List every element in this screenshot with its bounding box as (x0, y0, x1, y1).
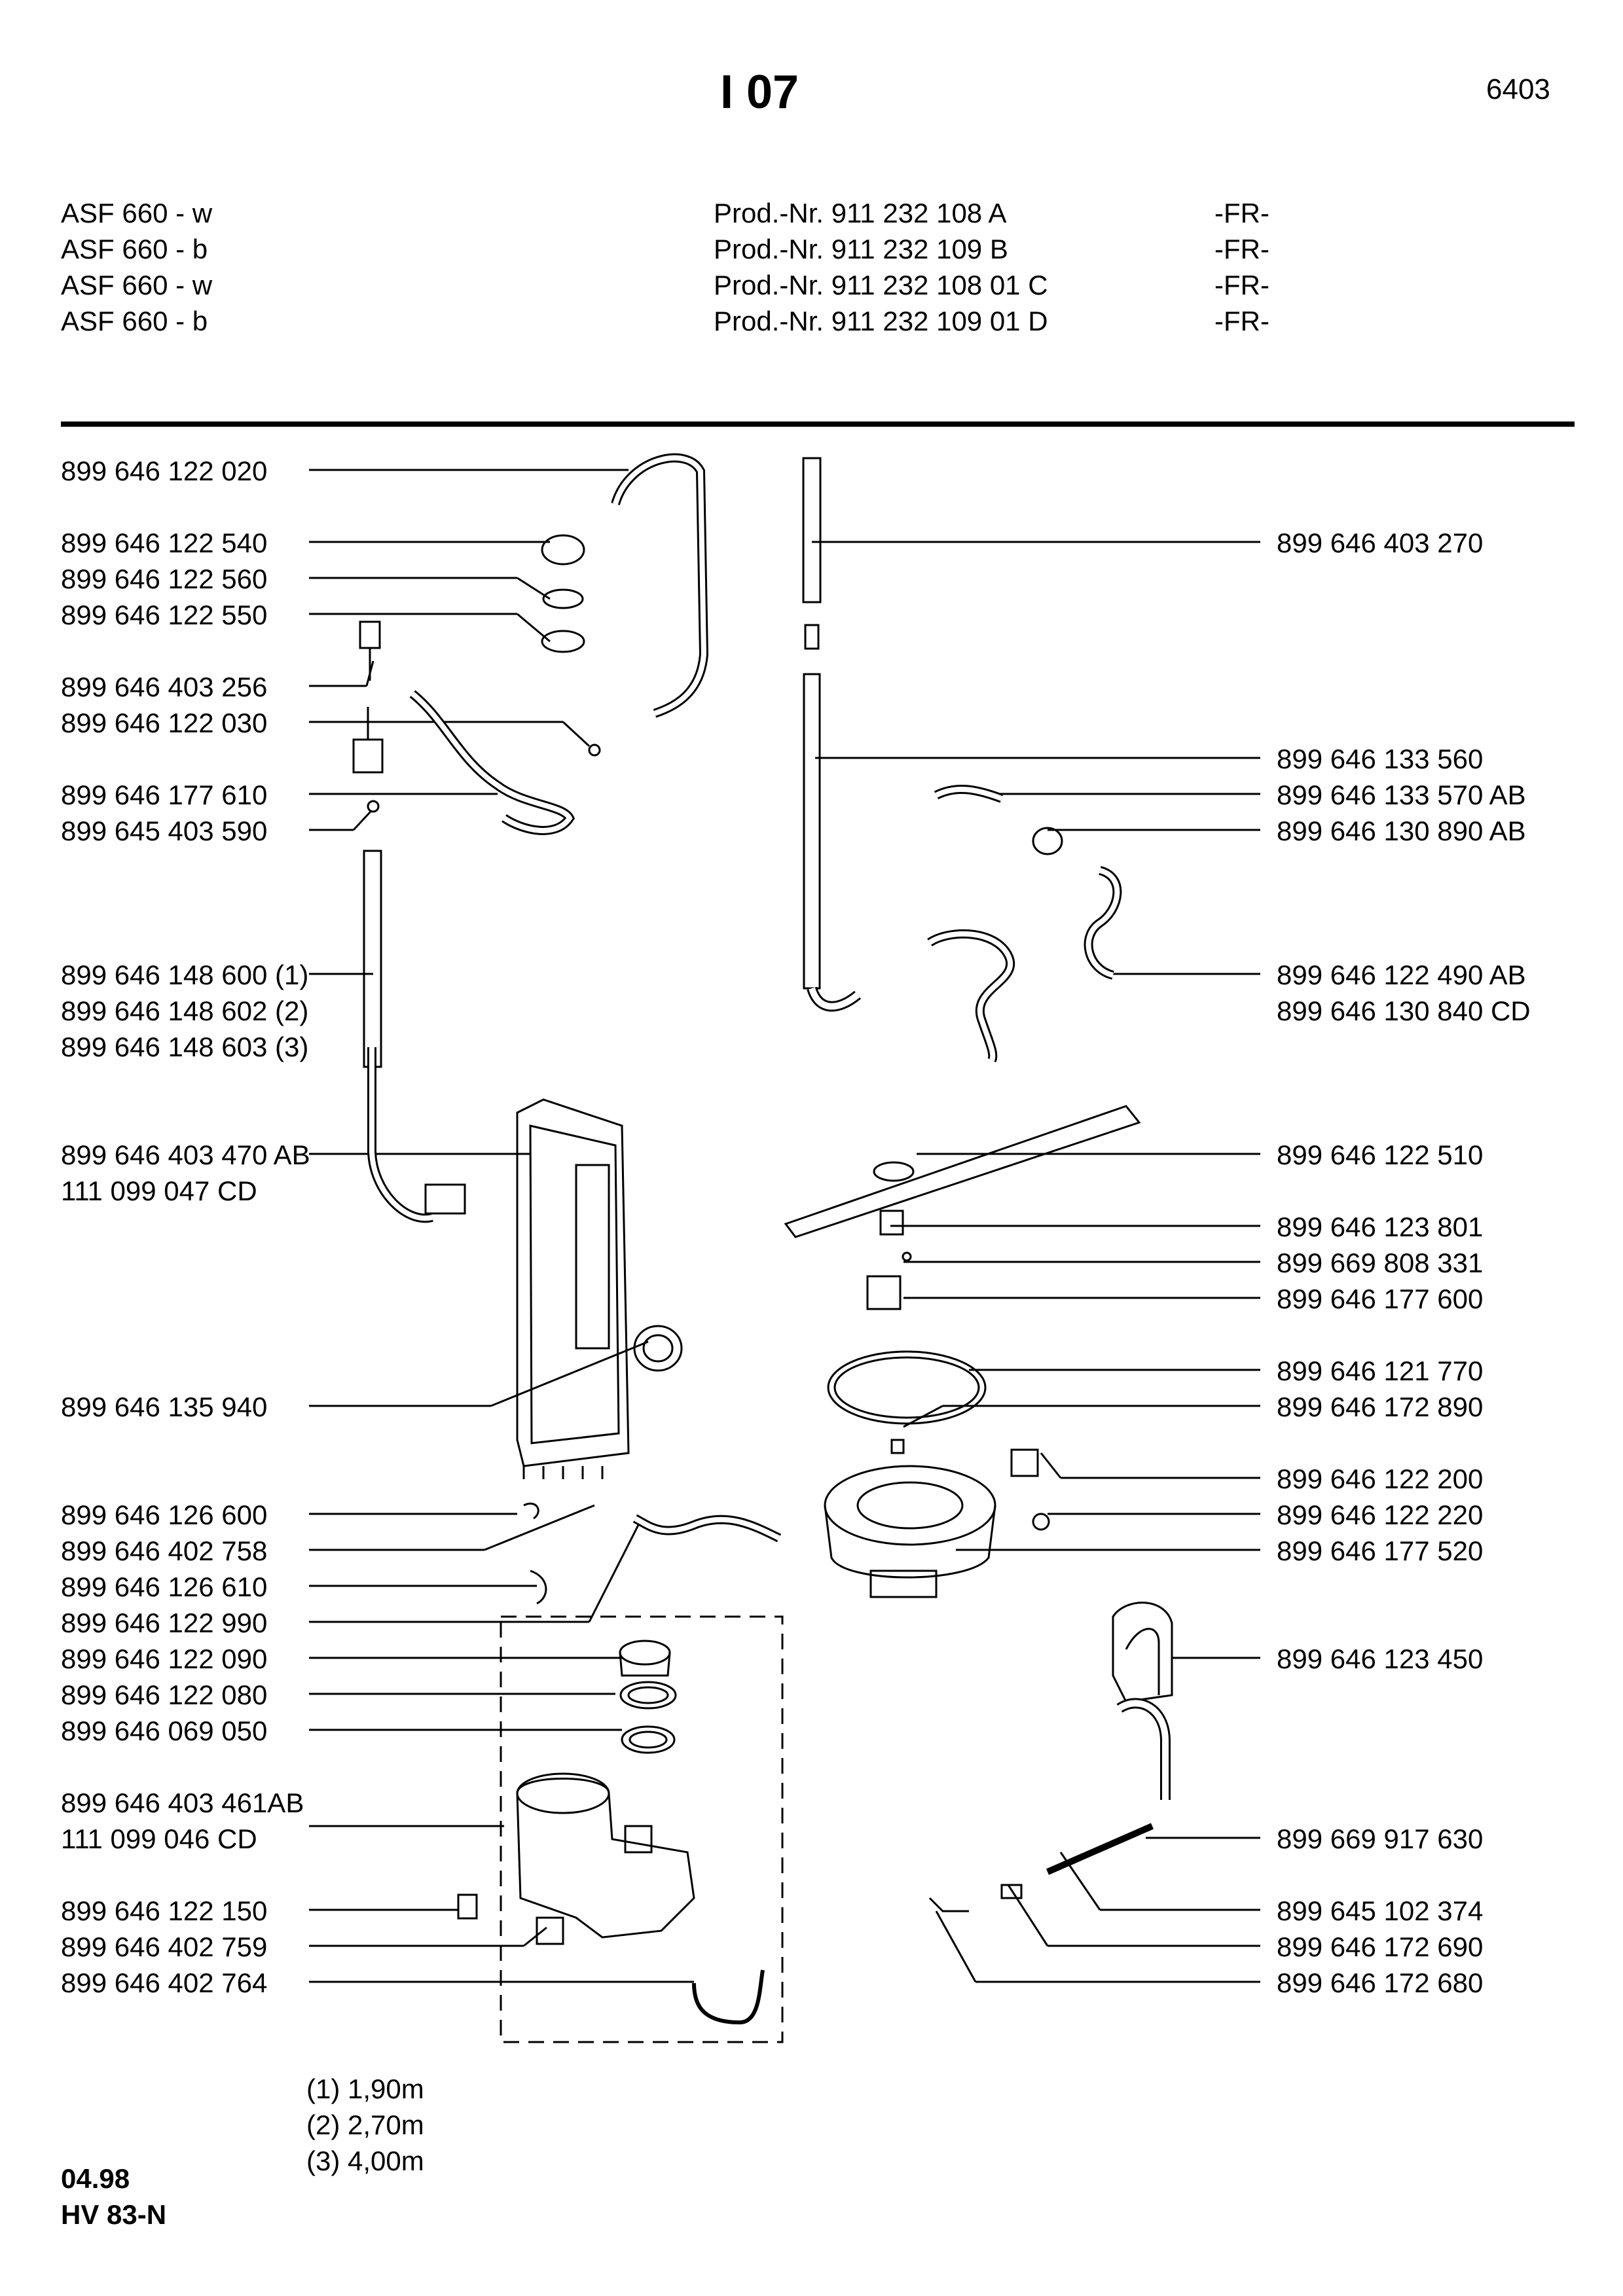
part-number: 899 646 122 200 (1277, 1463, 1484, 1494)
part-number: 899 646 122 220 (1277, 1499, 1484, 1530)
part-number: 899 646 122 490 AB (1277, 960, 1526, 990)
part-number: 899 646 148 600 (1) (61, 960, 309, 990)
model-prod-nr: Prod.-Nr. 911 232 108 A (714, 198, 1007, 228)
model-prod-nr: Prod.-Nr. 911 232 108 01 C (714, 270, 1048, 300)
part-number: 899 646 403 461AB (61, 1787, 304, 1818)
footer-code: HV 83-N (61, 2199, 167, 2230)
part-number: 899 646 122 510 (1277, 1139, 1484, 1170)
page-number: 6403 (1486, 73, 1550, 105)
sump-panel (516, 1098, 630, 1467)
sump-pot (824, 1465, 996, 1546)
ring-seal (827, 1350, 987, 1425)
part-number: 899 646 402 758 (61, 1535, 268, 1566)
part-number: 899 646 130 840 CD (1277, 996, 1531, 1026)
part-number: 899 646 403 470 AB (61, 1139, 310, 1170)
part-number: 899 645 403 590 (61, 816, 268, 846)
part-number: 899 646 126 610 (61, 1571, 268, 1602)
part-number: 899 646 122 540 (61, 528, 268, 558)
model-name: ASF 660 - b (61, 306, 208, 336)
part-number: 899 646 172 690 (1277, 1931, 1484, 1962)
dashed-assembly-box (500, 1615, 784, 2043)
leader-lines-left (309, 469, 694, 1983)
model-market: -FR- (1214, 306, 1269, 336)
part-number: 111 099 046 CD (61, 1823, 257, 1854)
part-number: 899 646 148 602 (2) (61, 996, 309, 1026)
part-number: 111 099 047 CD (61, 1175, 257, 1206)
drain-hose (363, 850, 382, 1068)
part-number: 899 646 069 050 (61, 1715, 268, 1746)
part-number: 899 646 148 603 (3) (61, 1031, 309, 1062)
part-number: 899 646 403 270 (1277, 528, 1484, 558)
part-number: 899 646 177 610 (61, 780, 268, 810)
length-note: (2) 2,70m (306, 2109, 424, 2140)
part-number: 899 646 122 150 (61, 1895, 268, 1926)
part-number: 899 646 403 256 (61, 672, 268, 702)
part-number: 899 646 122 560 (61, 564, 268, 594)
spray-arm (784, 1105, 1141, 1238)
part-number: 899 646 130 890 AB (1277, 816, 1526, 846)
model-name: ASF 660 - w (61, 270, 213, 300)
model-market: -FR- (1214, 270, 1269, 300)
bracket (1112, 1602, 1173, 1703)
part-number: 899 646 122 990 (61, 1607, 268, 1638)
part-number: 899 646 133 560 (1277, 744, 1484, 774)
part-number: 899 646 122 030 (61, 708, 268, 738)
part-number: 899 646 122 090 (61, 1643, 268, 1674)
part-number: 899 646 172 890 (1277, 1391, 1484, 1422)
part-number: 899 646 122 020 (61, 456, 268, 486)
page-title: I 07 (720, 66, 799, 118)
part-number: 899 646 177 600 (1277, 1283, 1484, 1314)
part-number: 899 646 172 680 (1277, 1967, 1484, 1998)
part-number: 899 669 917 630 (1277, 1823, 1484, 1854)
model-prod-nr: Prod.-Nr. 911 232 109 B (714, 234, 1008, 264)
part-number: 899 646 177 520 (1277, 1535, 1484, 1566)
part-number: 899 645 102 374 (1277, 1895, 1484, 1926)
leader-lines-right (812, 541, 1260, 1983)
model-name: ASF 660 - w (61, 198, 213, 228)
model-market: -FR- (1214, 234, 1269, 264)
part-number: 899 646 126 600 (61, 1499, 268, 1530)
part-number: 899 646 122 080 (61, 1679, 268, 1710)
part-number: 899 646 123 801 (1277, 1211, 1484, 1242)
part-number: 899 646 122 550 (61, 600, 268, 630)
part-number: 899 646 402 759 (61, 1931, 268, 1962)
part-number: 899 646 133 570 AB (1277, 780, 1526, 810)
header-rule (61, 422, 1575, 427)
part-number: 899 646 123 450 (1277, 1643, 1484, 1674)
footer-date: 04.98 (61, 2163, 130, 2194)
spray-tube (802, 457, 822, 603)
model-market: -FR- (1214, 198, 1269, 228)
part-number: 899 646 135 940 (61, 1391, 268, 1422)
model-prod-nr: Prod.-Nr. 911 232 109 01 D (714, 306, 1048, 336)
model-name: ASF 660 - b (61, 234, 208, 264)
inlet-hose (611, 453, 709, 718)
part-number: 899 646 121 770 (1277, 1355, 1484, 1386)
water-softener (516, 1778, 695, 1939)
part-number: 899 669 808 331 (1277, 1247, 1484, 1278)
length-note: (1) 1,90m (306, 2073, 424, 2104)
length-note: (3) 4,00m (306, 2145, 424, 2176)
valve-cap (541, 534, 585, 565)
part-number: 899 646 402 764 (61, 1967, 268, 1998)
